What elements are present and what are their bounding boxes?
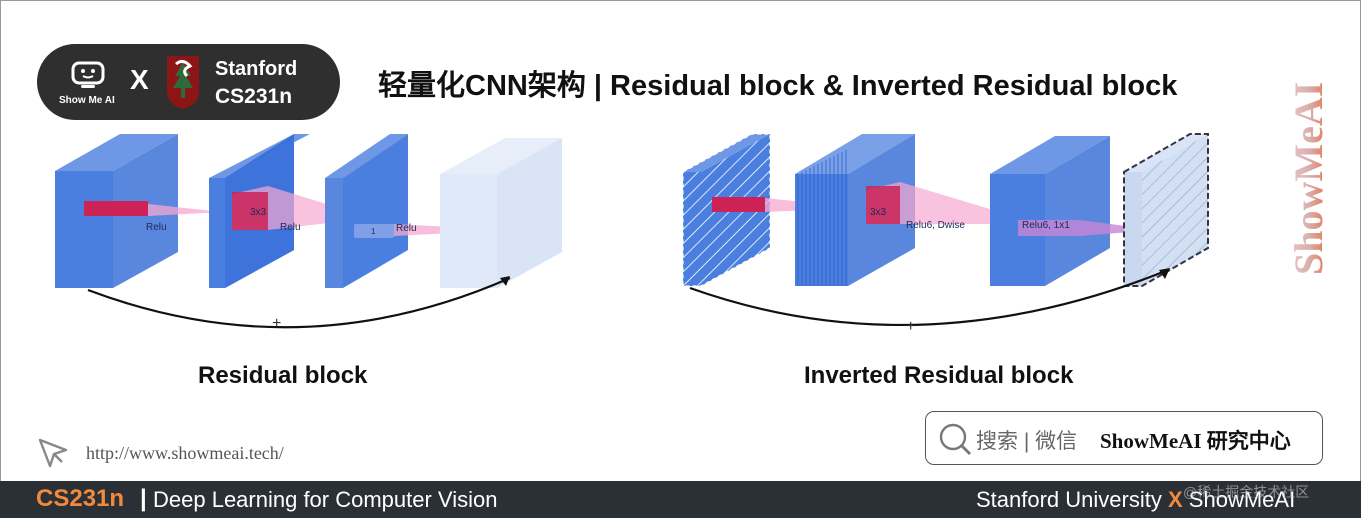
footer-course-title: Deep Learning for Computer Vision xyxy=(153,487,498,512)
footer-bar: CS231n | Deep Learning for Computer Visi… xyxy=(0,481,1361,518)
caption-inverted-residual-block: Inverted Residual block xyxy=(804,362,1074,389)
footer-divider: | xyxy=(140,485,147,512)
kernel-2 xyxy=(232,192,268,230)
course-code: CS231n xyxy=(215,85,293,108)
search-hint: 搜索 | 微信 xyxy=(976,430,1078,453)
diagram-canvas: Relu 3x3 Relu 1 Relu + xyxy=(55,133,1209,335)
projection-r3 xyxy=(1018,220,1155,236)
kernel-1 xyxy=(84,201,148,216)
showmeai-robot-icon xyxy=(71,61,105,88)
search-brand: ShowMeAI 研究中心 xyxy=(1100,429,1291,453)
label-relu-1: Relu xyxy=(146,222,167,233)
plus-sign-left: + xyxy=(272,315,281,332)
label-3x3-left: 3x3 xyxy=(250,207,267,218)
inverted-residual-block-diagram: 3x3 Relu6, Dwise Relu6, 1x1 + xyxy=(682,133,1209,335)
label-3x3-right: 3x3 xyxy=(870,207,887,218)
feature-map-depthwise xyxy=(990,136,1110,286)
stanford-tree-icon xyxy=(167,56,199,109)
cursor-icon xyxy=(38,438,68,468)
footer-showmeai: ShowMeAI xyxy=(1188,487,1296,512)
label-relu6-dwise: Relu6, Dwise xyxy=(906,220,965,231)
logo-banner: Show Me AI X Stanford CS231n xyxy=(37,44,340,120)
feature-map-4 xyxy=(440,138,562,288)
page-title: 轻量化CNN架构 | Residual block & Inverted Res… xyxy=(378,70,1178,102)
logo-separator: X xyxy=(130,64,149,95)
plus-sign-right: + xyxy=(906,318,915,335)
footer-stanford: Stanford University xyxy=(976,487,1162,512)
kernel-r1 xyxy=(712,197,765,212)
label-relu-3: Relu xyxy=(396,223,417,234)
wechat-search-box[interactable]: 搜索 | 微信 ShowMeAI 研究中心 xyxy=(925,411,1323,465)
url-text[interactable]: http://www.showmeai.tech/ xyxy=(86,443,284,463)
skip-connection-arrow xyxy=(87,276,511,329)
kernel-r2 xyxy=(866,186,900,224)
label-relu-2: Relu xyxy=(280,222,301,233)
label-1x1-kernel: 1 xyxy=(371,227,376,236)
feature-map-output-thin xyxy=(1123,133,1209,287)
community-watermark: @稀土掘金技术社区 xyxy=(1183,484,1310,500)
university-name: Stanford xyxy=(215,58,298,80)
search-icon xyxy=(939,423,971,455)
showmeai-watermark: ShowMeAI xyxy=(1286,82,1331,275)
skip-connection-arrow-right xyxy=(689,268,1169,326)
kernel-3 xyxy=(354,224,394,238)
footer-course-code: CS231n xyxy=(36,485,125,512)
footer-x: X xyxy=(1167,487,1183,512)
feature-map-3 xyxy=(325,134,408,288)
residual-block-diagram: Relu 3x3 Relu 1 Relu + xyxy=(55,134,562,332)
svg-text:ShowMeAI: ShowMeAI xyxy=(1286,82,1331,275)
logo-text: Show Me AI xyxy=(59,95,115,106)
label-relu6-1x1: Relu6, 1x1 xyxy=(1022,220,1070,231)
footer-credits: Stanford University X ShowMeAI xyxy=(976,487,1295,513)
caption-residual-block: Residual block xyxy=(198,362,368,389)
